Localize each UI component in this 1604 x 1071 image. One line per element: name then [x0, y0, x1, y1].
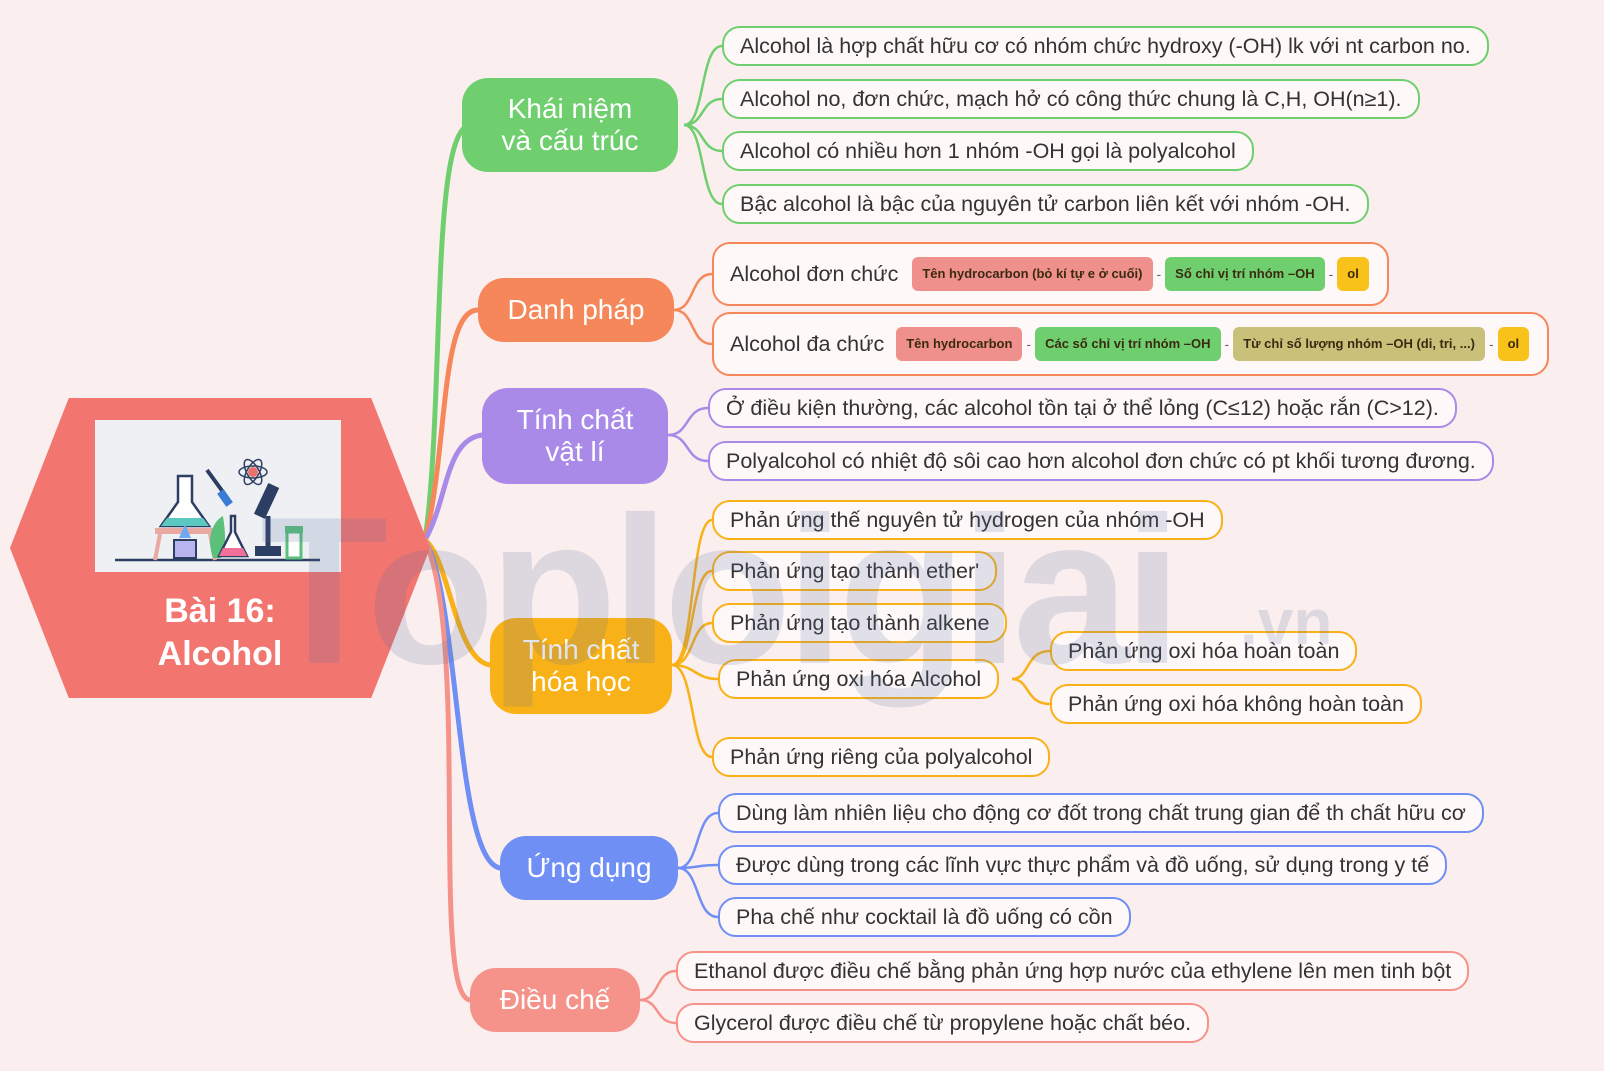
leaf-oxi-hoa-hoan-toan[interactable]: Phản ứng oxi hóa hoàn toàn [1050, 631, 1358, 671]
chemistry-lab-illustration [95, 420, 341, 572]
leaf-hoa-hoc-2[interactable]: Phản ứng tạo thành ether' [712, 551, 998, 591]
tag-hydrocarbon-name: Tên hydrocarbon (bỏ kí tự e ở cuối) [912, 257, 1153, 291]
ung-dung-links [677, 811, 719, 919]
leaf-khai-niem-1[interactable]: Alcohol là hợp chất hữu cơ có nhóm chức … [722, 26, 1489, 66]
branch-danh-phap-label: Danh pháp [507, 294, 645, 325]
leaf-ung-dung-2[interactable]: Được dùng trong các lĩnh vực thực phẩm v… [718, 845, 1448, 885]
trunk-hoa-hoc [422, 537, 493, 668]
dieu-che-links [639, 969, 677, 1025]
tag-oh-count: Từ chỉ số lượng nhóm –OH (di, tri, ...) [1233, 327, 1485, 361]
branch-dieu-che[interactable]: Điều chế [470, 968, 640, 1032]
branch-ung-dung[interactable]: Ứng dụng [500, 836, 678, 900]
leaf-alcohol-don-chuc[interactable]: Alcohol đơn chức Tên hydrocarbon (bỏ kí … [712, 242, 1389, 306]
leaf-khai-niem-4[interactable]: Bậc alcohol là bậc của nguyên tử carbon … [722, 184, 1369, 224]
leaf-ung-dung-1[interactable]: Dùng làm nhiên liệu cho động cơ đốt tron… [718, 793, 1484, 833]
branch-khai-niem-line1: Khái niệm [507, 93, 633, 124]
tag-oh-positions: Các số chỉ vị trí nhóm –OH [1035, 327, 1221, 361]
leaf-khai-niem-3[interactable]: Alcohol có nhiều hơn 1 nhóm -OH gọi là p… [722, 131, 1254, 171]
branch-ung-dung-label: Ứng dụng [526, 852, 652, 883]
watermark-suffix: .vn [1240, 586, 1333, 658]
leaf-hoa-hoc-4[interactable]: Phản ứng oxi hóa Alcohol [718, 659, 1000, 699]
branch-danh-phap[interactable]: Danh pháp [478, 278, 674, 342]
tag-ol-suffix: ol [1337, 257, 1369, 291]
leaf-oxi-hoa-khong-hoan-toan[interactable]: Phản ứng oxi hóa không hoàn toàn [1050, 684, 1422, 724]
vat-li-links [667, 406, 709, 463]
tag-ol-suffix: ol [1497, 327, 1530, 361]
branch-vat-li-line1: Tính chất [516, 404, 634, 435]
leaf-dieu-che-2[interactable]: Glycerol được điều chế từ propylene hoặc… [676, 1003, 1210, 1043]
branch-vat-li[interactable]: Tính chất vật lí [482, 388, 668, 484]
hoa-hoc-links [671, 518, 1051, 759]
tag-hydrocarbon-name: Tên hydrocarbon [896, 327, 1023, 361]
tag-separator: - [1328, 266, 1334, 282]
leaf-ung-dung-3[interactable]: Pha chế như cocktail là đồ uống có cồn [718, 897, 1131, 937]
trunk-dieu-che [422, 537, 473, 1003]
central-title-line1: Bài 16: [164, 592, 276, 630]
tag-separator: - [1488, 336, 1494, 352]
trunk-khai-niem [422, 122, 473, 543]
watermark-logo: Toploigiai [260, 470, 1182, 712]
trunk-danh-phap [422, 307, 481, 543]
branch-hoa-hoc-line2: hóa học [531, 666, 631, 697]
tag-separator: - [1026, 336, 1032, 352]
branch-khai-niem-line2: và cấu trúc [501, 125, 639, 156]
danh-phap-links [673, 272, 713, 346]
tag-separator: - [1156, 266, 1162, 282]
tag-separator: - [1224, 336, 1230, 352]
leaf-khai-niem-2[interactable]: Alcohol no, đơn chức, mạch hở có công th… [722, 79, 1420, 119]
watermark-text: Toploigiai [260, 473, 1182, 708]
khai-niem-links [683, 44, 723, 206]
leaf-alcohol-da-chuc[interactable]: Alcohol đa chức Tên hydrocarbon - Các số… [712, 312, 1550, 376]
branch-dieu-che-label: Điều chế [499, 984, 611, 1015]
leaf-vat-li-1[interactable]: Ở điều kiện thường, các alcohol tồn tại … [708, 388, 1457, 428]
da-chuc-label: Alcohol đa chức [730, 331, 885, 356]
central-title: Bài 16: Alcohol [100, 590, 340, 676]
branch-hoa-hoc[interactable]: Tính chất hóa học [490, 618, 672, 714]
central-title-line2: Alcohol [157, 635, 283, 673]
branch-hoa-hoc-line1: Tính chất [522, 634, 640, 665]
leaf-dieu-che-1[interactable]: Ethanol được điều chế bằng phản ứng hợp … [676, 951, 1470, 991]
tag-oh-position: Số chỉ vị trí nhóm –OH [1165, 257, 1325, 291]
leaf-hoa-hoc-1[interactable]: Phản ứng thế nguyên tử hydrogen của nhóm… [712, 500, 1223, 540]
branch-vat-li-line2: vật lí [545, 436, 605, 467]
don-chuc-label: Alcohol đơn chức [730, 261, 899, 286]
leaf-hoa-hoc-5[interactable]: Phản ứng riêng của polyalcohol [712, 737, 1051, 777]
leaf-vat-li-2[interactable]: Polyalcohol có nhiệt độ sôi cao hơn alco… [708, 441, 1494, 481]
trunk-vat-li [422, 432, 485, 543]
leaf-hoa-hoc-3[interactable]: Phản ứng tạo thành alkene [712, 603, 1008, 643]
branch-khai-niem[interactable]: Khái niệm và cấu trúc [462, 78, 678, 172]
